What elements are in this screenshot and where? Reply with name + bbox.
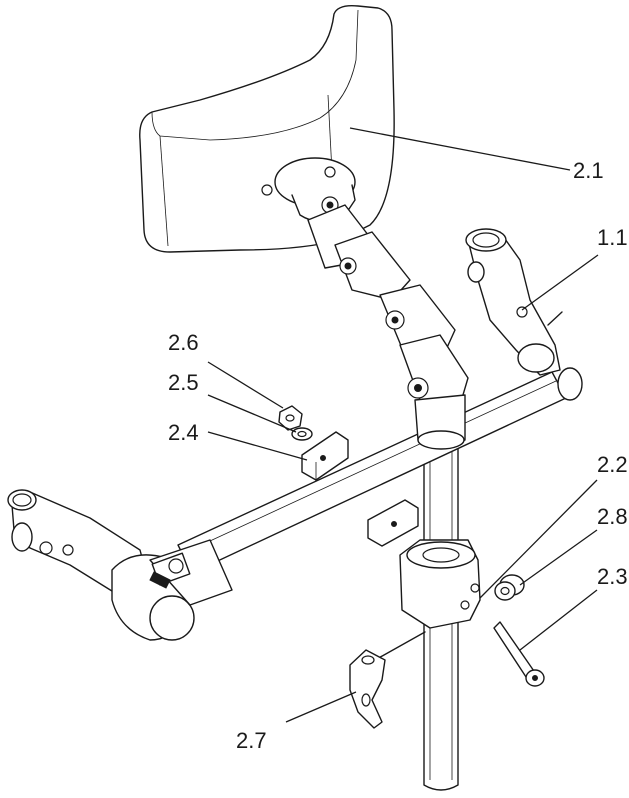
washer-part	[291, 427, 313, 441]
nut-part	[278, 405, 303, 431]
lower-plate	[367, 499, 419, 547]
spacer-part	[494, 574, 525, 601]
label-2-2: 2.2	[597, 452, 628, 477]
leader-lines	[207, 127, 599, 723]
release-lever	[349, 631, 426, 729]
bracket-clamp	[399, 539, 481, 629]
label-2-8: 2.8	[597, 504, 628, 529]
label-2-1: 2.1	[573, 158, 604, 183]
label-2-3: 2.3	[597, 564, 628, 589]
articulated-arm	[307, 204, 469, 450]
label-2-7: 2.7	[236, 728, 267, 753]
label-2-5: 2.5	[168, 370, 199, 395]
label-2-6: 2.6	[168, 330, 199, 355]
label-2-4: 2.4	[168, 420, 199, 445]
left-side-clamp	[7, 489, 233, 641]
right-side-clamp	[465, 228, 563, 376]
plate-part	[301, 431, 349, 481]
label-1-1: 1.1	[597, 225, 628, 250]
bolt-part	[493, 621, 545, 687]
